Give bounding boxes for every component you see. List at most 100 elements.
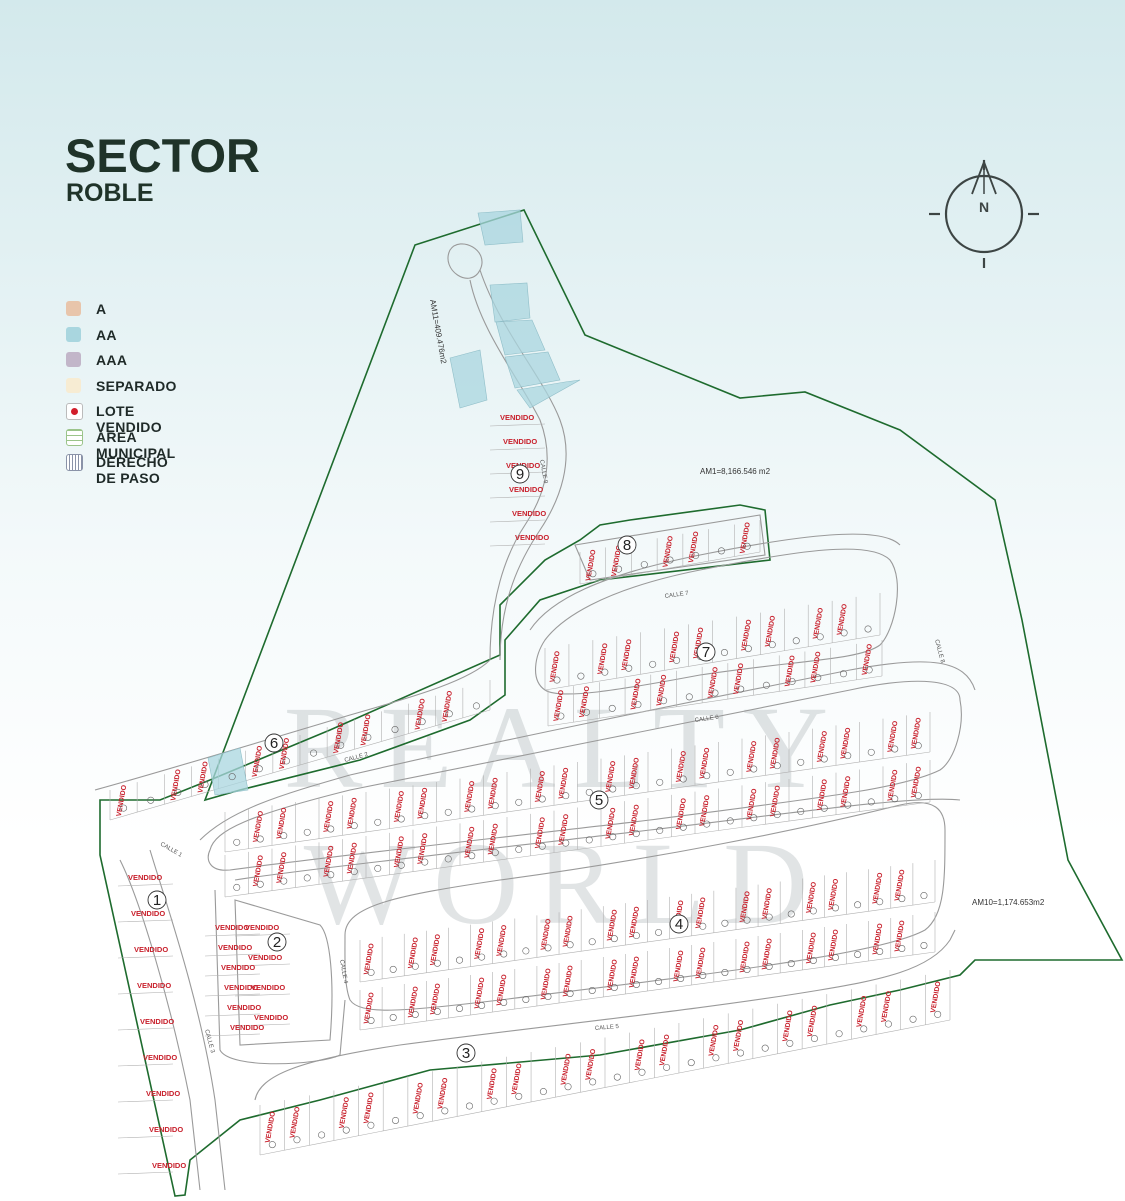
- lot-number-marker: [374, 818, 382, 826]
- lot-number-marker: [585, 788, 593, 796]
- lot-number-marker: [367, 1121, 375, 1129]
- lot-number-marker: [444, 855, 452, 863]
- legend-swatch: [66, 454, 83, 471]
- lot-number-marker: [649, 660, 657, 668]
- legend-label: ÁREA MUNICIPAL: [96, 428, 176, 461]
- sold-label: VENDIDO: [408, 936, 421, 969]
- lot-number-marker: [391, 725, 399, 733]
- legend-swatch: [66, 403, 83, 420]
- lot-number-marker: [374, 864, 382, 872]
- legend-swatch: [66, 352, 81, 367]
- sold-label: VENDIDO: [412, 1082, 425, 1115]
- lot-number-marker: [327, 871, 335, 879]
- sold-label: VENDIDO: [360, 713, 373, 746]
- sold-label: VENDIDO: [152, 1161, 186, 1170]
- lot-back-line: [259, 1019, 951, 1156]
- sold-label: VENDIDO: [739, 890, 752, 923]
- lot-number-marker: [810, 1035, 818, 1043]
- lot-number-marker: [280, 832, 288, 840]
- street-label-calle1: CALLE 1: [159, 842, 183, 860]
- title-sector: SECTOR: [65, 129, 260, 182]
- lot-number-marker: [120, 804, 128, 812]
- sold-label: VENDIDO: [245, 923, 279, 932]
- lot-number-marker: [433, 959, 441, 967]
- lot-back-line: [359, 951, 936, 1031]
- lot-number-marker: [787, 959, 795, 967]
- lot-number-marker: [310, 749, 318, 757]
- sold-label: VENDIDO: [333, 721, 346, 754]
- lot-number-marker: [478, 953, 486, 961]
- sold-label: VENDIDO: [585, 1048, 598, 1081]
- lot-number-marker: [660, 697, 668, 705]
- lot-number-marker: [920, 941, 928, 949]
- lot-number-marker: [610, 983, 618, 991]
- lot-number-marker: [491, 849, 499, 857]
- lot-number-marker: [655, 977, 663, 985]
- lot-number-marker: [421, 812, 429, 820]
- sold-label: VENDIDO: [414, 698, 427, 731]
- title-roble: ROBLE: [66, 179, 154, 207]
- lot-number-marker: [609, 833, 617, 841]
- lot-number-marker: [566, 989, 574, 997]
- lot-number-marker: [564, 1083, 572, 1091]
- lot-number-marker: [726, 817, 734, 825]
- legend-swatch: [66, 326, 81, 342]
- sold-label: VENDIDO: [817, 778, 830, 811]
- lot-divider: [489, 543, 546, 547]
- block-number: 9: [516, 466, 524, 483]
- lot-back-line: [224, 801, 931, 898]
- sold-label: VENDIDO: [634, 1038, 647, 1071]
- lot-number-marker: [397, 861, 405, 869]
- lot-divider: [117, 1171, 174, 1175]
- lot-divider: [204, 1013, 261, 1017]
- lot-number-marker: [717, 547, 725, 555]
- street-label-calle9: CALLE 9: [538, 459, 548, 484]
- lot-number-marker: [820, 804, 828, 812]
- lot-number-marker: [468, 852, 476, 860]
- lot-number-marker: [891, 795, 899, 803]
- lot-divider: [234, 1023, 291, 1027]
- lot-number-marker: [744, 645, 752, 653]
- sold-label: VENDIDO: [486, 1067, 499, 1100]
- lot-number-marker: [854, 901, 862, 909]
- lot-number-marker: [816, 633, 824, 641]
- sold-label: VENDIDO: [437, 1077, 450, 1110]
- lot-number-marker: [445, 710, 453, 718]
- lot-number-marker: [737, 1049, 745, 1057]
- block-marker-circle: [669, 914, 689, 934]
- sold-label: VENDIDO: [248, 953, 282, 962]
- sold-label: VENDIDO: [137, 981, 171, 990]
- sold-label: VENDIDO: [131, 909, 165, 918]
- lot-number-marker: [588, 938, 596, 946]
- sold-label: VENDIDO: [746, 788, 759, 821]
- lot-number-marker: [544, 992, 552, 1000]
- lot-number-marker: [478, 1001, 486, 1009]
- lot-divider: [489, 495, 546, 499]
- lot-number-marker: [840, 629, 848, 637]
- sold-label: VENDIDO: [511, 1062, 524, 1095]
- lot-number-marker: [867, 748, 875, 756]
- sold-label: VENDIDO: [254, 1013, 288, 1022]
- lot-divider: [117, 1027, 174, 1031]
- lot-number-marker: [891, 745, 899, 753]
- lot-number-marker: [699, 922, 707, 930]
- lot-number-marker: [367, 1016, 375, 1024]
- lot-divider: [204, 993, 261, 997]
- sold-label: VENDIDO: [761, 887, 774, 920]
- block-marker-circle: [617, 535, 637, 555]
- lot-number-marker: [601, 668, 609, 676]
- lot-number-marker: [293, 1136, 301, 1144]
- lot-number-marker: [367, 968, 375, 976]
- sold-label: VENDIDO: [134, 945, 168, 954]
- lot-number-marker: [389, 965, 397, 973]
- sold-label: VENDIDO: [629, 905, 642, 938]
- sold-label: VENDIDO: [252, 745, 265, 778]
- lot-divider: [204, 973, 261, 977]
- lot-divider: [489, 519, 546, 523]
- sold-label: VENDIDO: [695, 896, 708, 929]
- sold-label: VENDIDO: [230, 1023, 264, 1032]
- lot-number-marker: [416, 1112, 424, 1120]
- sold-label: VENDIDO: [503, 437, 537, 446]
- lot-number-marker: [421, 858, 429, 866]
